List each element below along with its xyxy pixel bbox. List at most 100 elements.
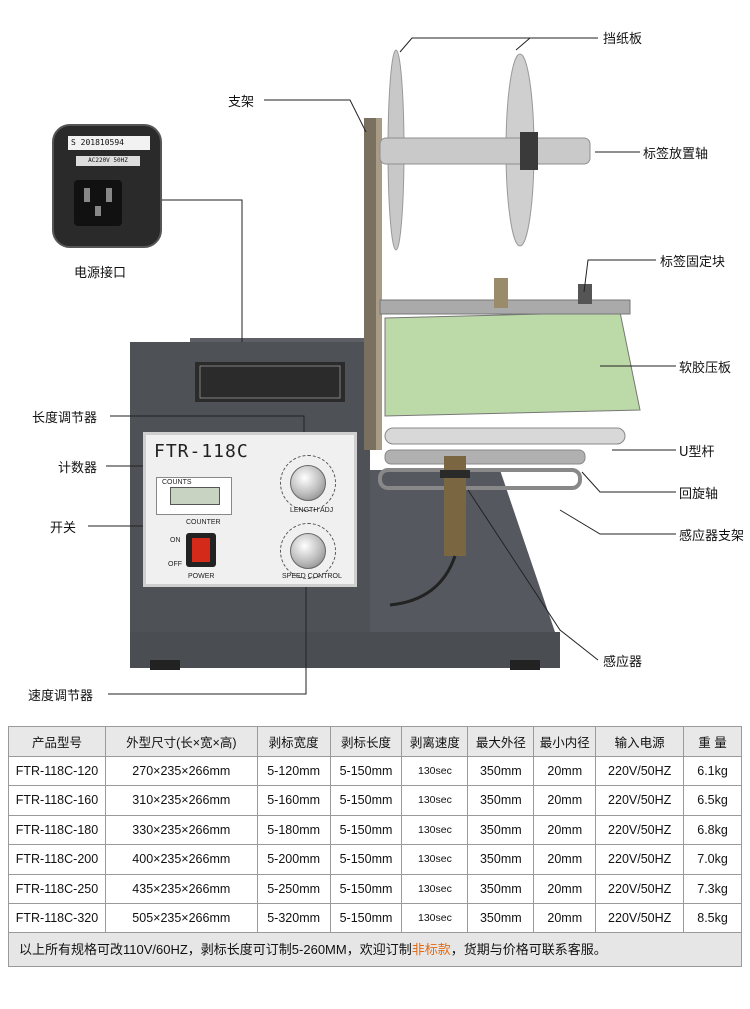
foot-right xyxy=(510,660,540,670)
note-highlight: 非标款 xyxy=(411,942,451,957)
table-cell: FTR-118C-120 xyxy=(8,755,106,786)
callout-sensor: 感应器 xyxy=(603,655,643,670)
table-cell: 350mm xyxy=(467,873,535,904)
header-dimensions: 外型尺寸(长×宽×高) xyxy=(104,726,258,757)
table-cell: 20mm xyxy=(533,814,597,845)
foot-left xyxy=(150,660,180,670)
table-cell: 220V/50HZ xyxy=(595,814,685,845)
table-cell: 5-320mm xyxy=(256,903,331,934)
voltage-label: AC220V 50HZ xyxy=(76,156,140,166)
table-cell: 20mm xyxy=(533,844,597,875)
callout-label-fix-block: 标签固定块 xyxy=(660,255,726,270)
note-text: 以上所有规格可改110V/60HZ，剥标长度可订制5-260MM，欢迎订制 xyxy=(19,942,412,957)
header-model: 产品型号 xyxy=(8,726,106,757)
speed-knob[interactable] xyxy=(290,533,326,569)
spec-header-row: 产品型号 外型尺寸(长×宽×高) 剥标宽度 剥标长度 剥离速度 最大外径 最小内… xyxy=(8,726,742,757)
table-cell: 220V/50HZ xyxy=(595,785,685,816)
table-cell: 5-150mm xyxy=(329,755,403,786)
table-cell: 350mm xyxy=(467,755,535,786)
table-cell: 20mm xyxy=(533,903,597,934)
machine-illustration xyxy=(88,37,676,695)
callout-u-bar: U型杆 xyxy=(679,445,715,460)
rewind-shaft-shape xyxy=(384,449,586,465)
product-diagram: S 201810594 AC220V 50HZ FTR-118C COUNTS … xyxy=(28,32,745,704)
table-cell: 220V/50HZ xyxy=(595,844,685,875)
table-cell: 220V/50HZ xyxy=(595,755,685,786)
sensor-bracket-shape xyxy=(378,468,582,490)
table-cell: 130sec xyxy=(401,873,469,904)
table-cell: 5-180mm xyxy=(256,814,331,845)
spec-table: 产品型号 外型尺寸(长×宽×高) 剥标宽度 剥标长度 剥离速度 最大外径 最小内… xyxy=(8,726,742,934)
table-cell: 270×235×266mm xyxy=(104,755,258,786)
table-cell: FTR-118C-160 xyxy=(8,785,106,816)
length-dial-scale xyxy=(280,455,336,511)
warning-plate xyxy=(195,362,345,402)
control-panel: FTR-118C COUNTS COUNTER ON OFF POWER LEN… xyxy=(143,432,357,587)
table-cell: 130sec xyxy=(401,903,469,934)
callout-length-adjuster: 长度调节器 xyxy=(32,411,98,426)
table-cell: 5-150mm xyxy=(329,814,403,845)
table-cell: 5-120mm xyxy=(256,755,331,786)
table-cell: 5-150mm xyxy=(329,903,403,934)
table-cell: 7.3kg xyxy=(683,873,742,904)
callout-power-port: 电源接口 xyxy=(74,266,127,281)
power-switch[interactable] xyxy=(186,533,216,567)
header-min-id: 最小内径 xyxy=(533,726,597,757)
table-cell: 6.1kg xyxy=(683,755,742,786)
u-bar-shape xyxy=(384,427,626,445)
power-label: POWER xyxy=(188,573,215,580)
power-port-inset: S 201810594 AC220V 50HZ xyxy=(52,124,162,248)
table-cell: FTR-118C-200 xyxy=(8,844,106,875)
sensor-body xyxy=(444,456,466,556)
header-peel-speed: 剥离速度 xyxy=(401,726,469,757)
callout-rewind-shaft: 回旋轴 xyxy=(679,487,719,502)
table-cell: 130sec xyxy=(401,814,469,845)
speed-control-label: SPEED CONTROL xyxy=(282,573,342,580)
callout-sensor-bracket: 感应器支架 xyxy=(679,529,745,544)
serial-number: S 201810594 xyxy=(68,136,150,150)
table-cell: 350mm xyxy=(467,844,535,875)
callout-paper-guard: 挡纸板 xyxy=(603,32,643,47)
header-peel-length: 剥标长度 xyxy=(329,726,403,757)
table-cell: FTR-118C-250 xyxy=(8,873,106,904)
counts-label: COUNTS xyxy=(162,479,192,486)
table-cell: 330×235×266mm xyxy=(104,814,258,845)
table-cell: 220V/50HZ xyxy=(595,873,685,904)
table-cell: 435×235×266mm xyxy=(104,873,258,904)
table-cell: 5-150mm xyxy=(329,785,403,816)
table-cell: 5-160mm xyxy=(256,785,331,816)
table-cell: 505×235×266mm xyxy=(104,903,258,934)
table-cell: 350mm xyxy=(467,814,535,845)
table-cell: 310×235×266mm xyxy=(104,785,258,816)
table-cell: 8.5kg xyxy=(683,903,742,934)
table-cell: 20mm xyxy=(533,755,597,786)
table-cell: 400×235×266mm xyxy=(104,844,258,875)
off-label: OFF xyxy=(168,561,182,568)
callout-speed-adjuster: 速度调节器 xyxy=(28,689,94,704)
header-peel-width: 剥标宽度 xyxy=(256,726,331,757)
speed-dial-scale xyxy=(280,523,336,579)
callout-label-shaft: 标签放置轴 xyxy=(643,147,709,162)
table-cell: 130sec xyxy=(401,785,469,816)
callout-counter: 计数器 xyxy=(58,461,98,476)
table-cell: 7.0kg xyxy=(683,844,742,875)
counter-label: COUNTER xyxy=(186,519,221,526)
length-knob[interactable] xyxy=(290,465,326,501)
table-cell: 130sec xyxy=(401,755,469,786)
callout-switch: 开关 xyxy=(50,521,77,536)
soft-plate-shape xyxy=(384,311,641,417)
header-power-input: 输入电源 xyxy=(595,726,685,757)
label-shaft-body xyxy=(379,137,591,165)
table-cell: 350mm xyxy=(467,785,535,816)
table-cell: 20mm xyxy=(533,873,597,904)
spec-note: 以上所有规格可改110V/60HZ，剥标长度可订制5-260MM，欢迎订制非标款… xyxy=(8,932,742,967)
table-cell: 6.5kg xyxy=(683,785,742,816)
table-cell: 220V/50HZ xyxy=(595,903,685,934)
model-label: FTR-118C xyxy=(154,441,249,462)
